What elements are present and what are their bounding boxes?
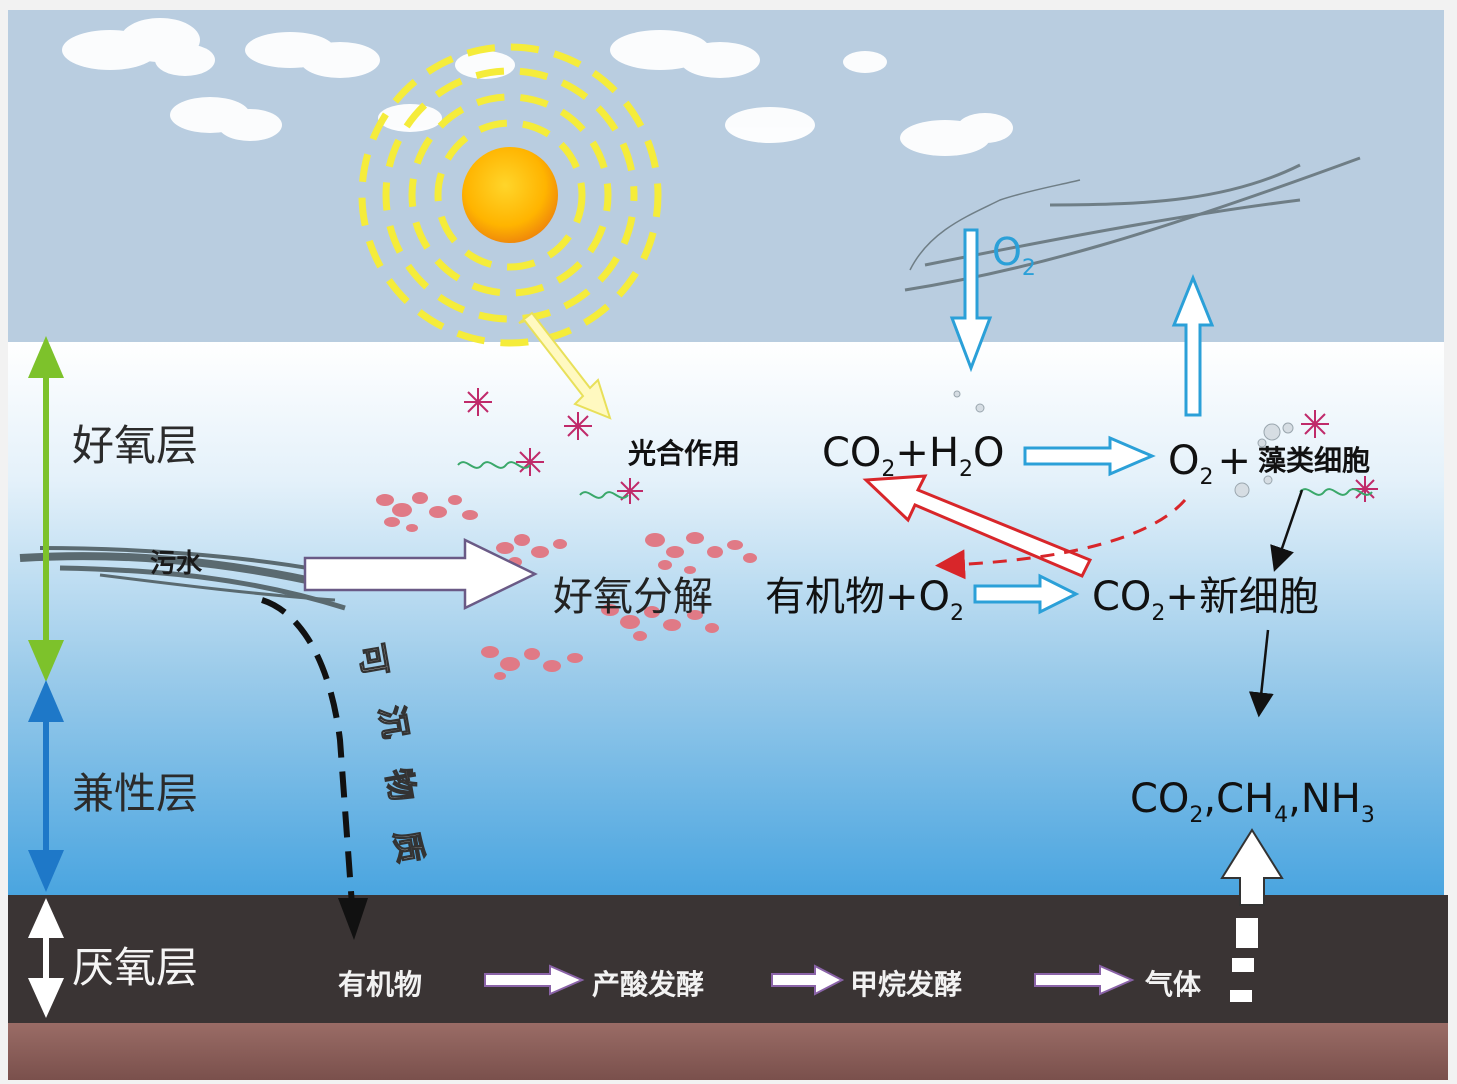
settleable-char: 沉 <box>372 703 415 741</box>
algae-to-cells-arrow <box>1270 489 1304 572</box>
settleable-arrowhead <box>338 898 368 940</box>
photosynthesis-arrow <box>1023 435 1156 477</box>
gases-formula: CO2,CH4,NH3 <box>1130 776 1375 828</box>
sewage-label: 污水 <box>150 549 203 579</box>
cloud <box>900 113 1013 156</box>
decomposition-arrow <box>973 573 1080 615</box>
cloud <box>843 51 887 73</box>
aerobic-layer-label: 好氧层 <box>72 421 198 470</box>
sewage-inflow-streaks <box>19 546 346 611</box>
chain-arrow-3 <box>1034 964 1135 996</box>
settleable-path-arrow <box>261 597 355 906</box>
co2-return-arrow <box>862 474 1093 578</box>
algae-cells-label: 藻类细胞 <box>1258 444 1370 477</box>
sewage-to-decomposition-arrow <box>303 538 538 610</box>
cells-to-gases-arrow <box>1248 629 1274 718</box>
facultative-layer-indicator <box>28 680 64 892</box>
cloud <box>725 107 815 143</box>
algae-sparkles <box>464 388 1378 504</box>
chain-methane-fermentation: 甲烷发酵 <box>850 968 962 1001</box>
sun-icon <box>358 43 662 347</box>
cloud <box>610 30 760 78</box>
o2-gas-label: O2 <box>992 230 1036 281</box>
anaerobic-sludge-layer <box>8 895 1448 1023</box>
chain-arrow-1 <box>484 964 585 996</box>
bubbles <box>953 390 1294 498</box>
settleable-matter-label: 可 沉 物 质 <box>351 640 430 866</box>
floc-cluster <box>496 534 567 567</box>
floc-particles <box>376 492 757 680</box>
co2-new-cells-formula: CO2+新细胞 <box>1092 574 1319 626</box>
chain-organic-matter: 有机物 <box>338 968 422 1001</box>
chain-gas: 气体 <box>1144 968 1202 1001</box>
o2-supply-dashed-arrow <box>935 499 1187 580</box>
pond-water <box>8 342 1444 895</box>
cloud <box>62 18 215 76</box>
o2-up-arrow <box>1171 273 1215 417</box>
settleable-char: 可 <box>352 641 395 679</box>
chain-arrow-2 <box>771 964 845 996</box>
anaerobic-layer-label: 厌氧层 <box>72 943 198 992</box>
gas-rising-arrow <box>1220 828 1284 1002</box>
anaerobic-layer-indicator <box>28 898 64 1018</box>
aerobic-decomposition-label: 好氧分解 <box>553 574 713 620</box>
floc-cluster <box>601 604 719 641</box>
sediment-bottom <box>8 1023 1448 1080</box>
sunlight-arrow <box>518 311 612 420</box>
settleable-char: 物 <box>379 766 422 804</box>
o2-down-arrow <box>949 228 993 373</box>
algae-filaments <box>457 461 1373 499</box>
settleable-char: 质 <box>387 828 430 866</box>
o2-algae-formula: O2+ <box>1168 438 1251 490</box>
floc-cluster <box>376 492 478 532</box>
photosynthesis-label: 光合作用 <box>627 437 740 470</box>
co2-h2o-formula: CO2+H2O <box>822 430 1005 482</box>
clouds <box>62 18 1013 156</box>
facultative-layer-label: 兼性层 <box>72 769 198 818</box>
cloud <box>170 97 282 141</box>
cloud <box>245 32 380 78</box>
chain-acidogenic-fermentation: 产酸发酵 <box>592 968 704 1001</box>
floc-cluster <box>645 532 757 574</box>
floc-cluster <box>481 646 583 680</box>
aerobic-layer-indicator <box>28 336 64 682</box>
organic-o2-formula: 有机物+O2 <box>765 574 964 626</box>
